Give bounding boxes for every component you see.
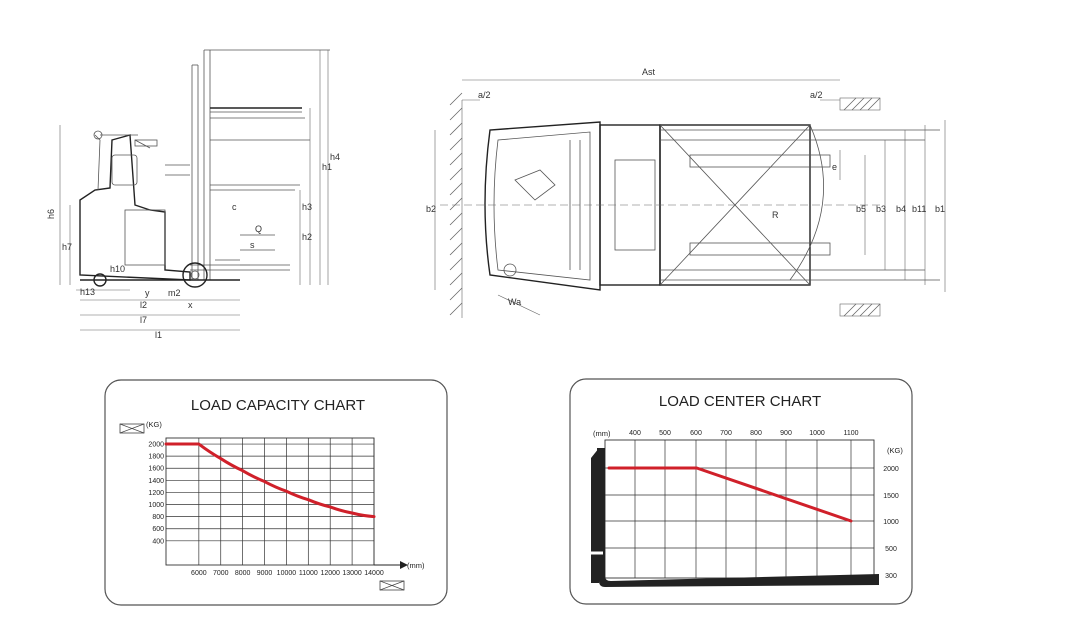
y-tick-label: 2000 (148, 442, 164, 449)
pallet-icon (379, 580, 405, 591)
top-view-drawing: Ast a/2 a/2 b2 b5 b3 b4 b11 b1 e R Wa (426, 67, 946, 318)
y-tick-labels: 2000 1800 1600 1400 1200 1000 800 600 400 (148, 442, 164, 546)
x-tick-label: 6000 (191, 570, 207, 577)
chassis (80, 234, 290, 288)
x-axis-arrow (374, 561, 408, 569)
x-tick-label: 700 (720, 430, 732, 437)
side-view-drawing: h6 h7 h1 h2 h3 h4 h10 h13 l1 l2 l7 m2 x … (46, 49, 340, 340)
y-tick-label: 500 (885, 546, 897, 553)
dim-h7: h7 (62, 242, 72, 252)
fork-profile (591, 448, 879, 587)
y-tick-label: 1500 (883, 493, 899, 500)
top-view-dim-labels: Ast a/2 a/2 b2 b5 b3 b4 b11 b1 e R Wa (426, 67, 945, 307)
dim-wa: Wa (508, 297, 521, 307)
capacity-line (164, 442, 376, 519)
y-tick-label: 1800 (148, 454, 164, 461)
top-dimension-lines (434, 79, 946, 316)
dim-ast: Ast (642, 67, 656, 77)
dim-c: c (232, 202, 237, 212)
x-tick-label: 1100 (843, 430, 858, 437)
dim-y: y (145, 288, 150, 298)
dim-m2: m2 (168, 288, 181, 298)
dim-e: e (832, 162, 837, 172)
dim-r: R (772, 210, 779, 220)
load-capacity-chart: LOAD CAPACITY CHART (KG) 2000 1800 1600 140… (104, 379, 448, 606)
dim-h1: h1 (322, 162, 332, 172)
dim-s: s (250, 240, 255, 250)
y-axis-unit: (KG) (146, 420, 162, 429)
dim-a2-left: a/2 (478, 90, 491, 100)
x-tick-labels: 400 500 600 700 800 900 1000 1100 (629, 430, 858, 437)
y-tick-label: 1000 (883, 519, 899, 526)
x-tick-label: 800 (750, 430, 762, 437)
x-axis-unit: (mm) (593, 429, 611, 438)
dim-l2: l2 (140, 300, 147, 310)
dim-q: Q (255, 224, 262, 234)
dim-x: x (188, 300, 193, 310)
y-tick-label: 1600 (148, 466, 164, 473)
raised-forks (210, 107, 305, 191)
y-tick-label: 300 (885, 573, 897, 580)
dim-h10: h10 (110, 264, 125, 274)
dim-a2-right: a/2 (810, 90, 823, 100)
y-tick-label: 800 (152, 514, 164, 521)
load-center-chart: LOAD CENTER CHART (mm) (KG) 400 500 600 700… (569, 378, 913, 605)
y-axis-unit: (KG) (887, 446, 903, 455)
right-rack-hatch (839, 97, 881, 317)
y-tick-label: 1000 (148, 502, 164, 509)
center-series (607, 466, 853, 523)
x-tick-label: 600 (690, 430, 702, 437)
y-tick-label: 1400 (148, 478, 164, 485)
dim-h3: h3 (302, 202, 312, 212)
dimension-lines (59, 50, 329, 331)
dim-b4: b4 (896, 204, 906, 214)
y-tick-labels: 2000 1500 1000 500 300 (883, 466, 899, 580)
dim-l7: l7 (140, 315, 147, 325)
chart-grid (165, 437, 375, 566)
truck-body (79, 130, 191, 281)
dim-b11: b11 (912, 204, 926, 214)
center-line (607, 466, 853, 523)
x-tick-label: 14000 (364, 570, 384, 577)
dim-b5: b5 (856, 204, 866, 214)
x-tick-label: 10000 (277, 570, 297, 577)
x-tick-label: 1000 (809, 430, 825, 437)
capacity-series (164, 442, 376, 519)
side-view-dim-labels: h6 h7 h1 h2 h3 h4 h10 h13 l1 l2 l7 m2 x … (46, 152, 340, 340)
dim-b1: b1 (935, 204, 945, 214)
top-forks (660, 129, 940, 281)
x-tick-label: 7000 (213, 570, 229, 577)
y-tick-label: 400 (152, 538, 164, 545)
x-tick-label: 11000 (299, 570, 318, 577)
dim-h2: h2 (302, 232, 312, 242)
x-axis-unit: (mm) (407, 561, 425, 570)
x-tick-label: 12000 (320, 570, 340, 577)
mast-outline (191, 49, 330, 280)
dim-h13: h13 (80, 287, 95, 297)
chart-title: LOAD CENTER CHART (659, 393, 821, 410)
truck-top-outline (484, 121, 824, 291)
chart-title: LOAD CAPACITY CHART (191, 397, 365, 414)
dim-h6: h6 (46, 209, 56, 219)
chart-panel-border (569, 378, 913, 605)
y-tick-label: 600 (152, 526, 164, 533)
x-tick-label: 500 (659, 430, 671, 437)
y-tick-label: 1200 (148, 490, 164, 497)
y-tick-label: 2000 (883, 466, 899, 473)
x-tick-label: 8000 (235, 570, 251, 577)
dim-b3: b3 (876, 204, 886, 214)
left-wall-hatch (449, 92, 463, 318)
x-tick-label: 13000 (342, 570, 362, 577)
dim-b2: b2 (426, 204, 436, 214)
x-tick-label: 900 (780, 430, 792, 437)
dim-l1: l1 (155, 330, 162, 340)
x-tick-label: 9000 (257, 570, 273, 577)
dim-h4: h4 (330, 152, 340, 162)
pallet-icon (119, 423, 145, 434)
x-tick-label: 400 (629, 430, 641, 437)
